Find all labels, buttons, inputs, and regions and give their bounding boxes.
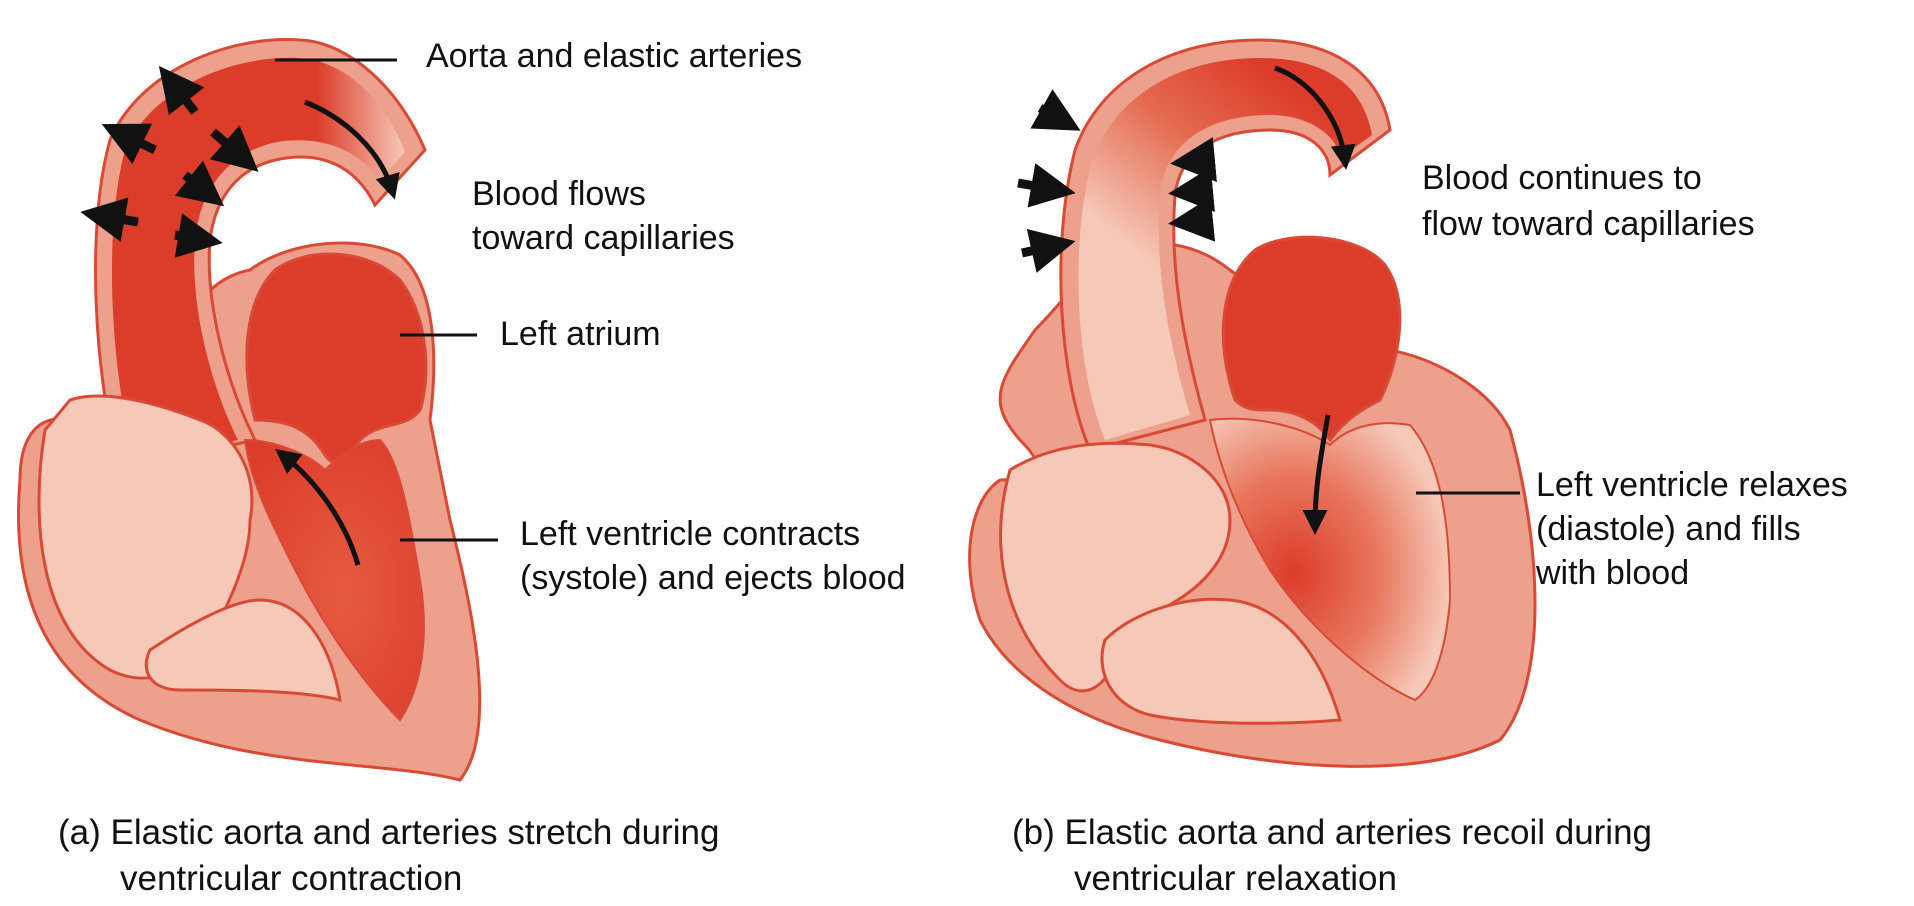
flow-arrow-aorta-b bbox=[1274, 65, 1356, 170]
panel-b-left-atrium bbox=[1221, 235, 1402, 443]
stretch-arrow bbox=[80, 197, 139, 242]
label-ventricle-contracts-line2: (systole) and ejects blood bbox=[520, 559, 906, 597]
caption-panel-a: (a) Elastic aorta and arteries stretch d… bbox=[58, 810, 719, 902]
stretch-arrow bbox=[101, 123, 157, 165]
stretch-arrow bbox=[174, 160, 225, 207]
caption-b-line2: ventricular relaxation bbox=[1074, 859, 1397, 898]
label-ventricle-relaxes-line1: Left ventricle relaxes bbox=[1536, 466, 1848, 504]
flow-arrow-aorta-a bbox=[304, 99, 400, 200]
recoil-arrow bbox=[1021, 228, 1076, 273]
recoil-arrow bbox=[1168, 167, 1215, 212]
panel-a-aorta-lumen bbox=[111, 57, 405, 461]
recoil-arrow bbox=[1170, 137, 1217, 182]
label-left-atrium: Left atrium bbox=[500, 315, 661, 353]
panel-a-flow-arrows bbox=[275, 99, 400, 566]
recoil-arrow bbox=[1030, 89, 1081, 131]
panel-a-right-ventricle bbox=[37, 394, 254, 680]
stretch-arrow bbox=[174, 213, 223, 258]
label-blood-flows-line2: toward capillaries bbox=[472, 219, 735, 257]
stretch-arrow bbox=[158, 65, 205, 116]
caption-a-line1: (a) Elastic aorta and arteries stretch d… bbox=[58, 813, 720, 852]
panel-b-left-ventricle bbox=[1208, 417, 1452, 702]
label-blood-continues-line2: flow toward capillaries bbox=[1422, 205, 1755, 243]
label-blood-flows-line1: Blood flows bbox=[472, 175, 646, 213]
label-ventricle-contracts-line1: Left ventricle contracts bbox=[520, 515, 861, 553]
flow-arrow-ventricle-a bbox=[275, 448, 361, 566]
label-aorta-elastic-arteries: Aorta and elastic arteries bbox=[426, 37, 803, 75]
caption-a-line2: ventricular contraction bbox=[120, 859, 463, 898]
recoil-arrow bbox=[1168, 196, 1216, 242]
panel-a-left-atrium bbox=[245, 252, 428, 464]
panel-a-right-ventricle-low bbox=[144, 598, 342, 703]
panel-a-left-ventricle bbox=[243, 438, 425, 722]
caption-panel-b: (b) Elastic aorta and arteries recoil du… bbox=[1012, 810, 1652, 902]
recoil-arrow bbox=[1017, 163, 1076, 208]
panel-a-heart bbox=[17, 38, 482, 782]
label-blood-continues-line1: Blood continues to bbox=[1422, 159, 1702, 197]
panel-a-stretch-arrows bbox=[80, 65, 259, 258]
flow-arrow-ventricle-b bbox=[1302, 414, 1331, 535]
panel-b-recoil-arrows bbox=[1017, 89, 1217, 273]
label-ventricle-relaxes-line2: (diastole) and fills bbox=[1536, 510, 1801, 548]
panel-b-aorta-lumen bbox=[1078, 58, 1372, 440]
caption-b-line1: (b) Elastic aorta and arteries recoil du… bbox=[1012, 813, 1653, 852]
panel-a-pointer-lines bbox=[275, 58, 498, 542]
panel-b-right-ventricle-low bbox=[1100, 597, 1342, 725]
panel-b-heart bbox=[968, 38, 1537, 768]
panel-b-flow-arrows bbox=[1274, 65, 1356, 535]
stretch-arrow bbox=[209, 125, 259, 172]
label-ventricle-relaxes-line3: with blood bbox=[1536, 554, 1690, 592]
